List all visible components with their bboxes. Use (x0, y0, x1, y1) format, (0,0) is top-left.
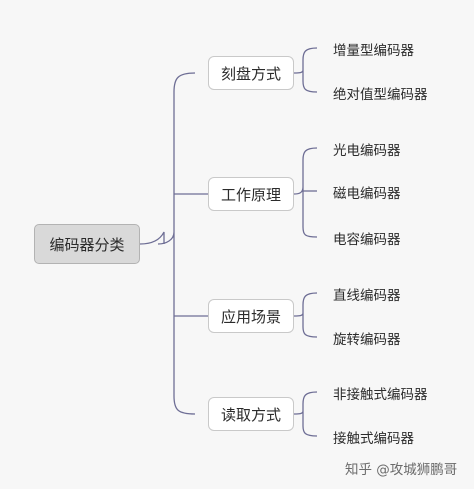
branch-1-bracket (293, 47, 318, 93)
leaf-node[interactable]: 电容编码器 (333, 232, 401, 248)
root-node[interactable]: 编码器分类 (34, 224, 140, 264)
leaf-node[interactable]: 直线编码器 (333, 288, 401, 304)
branch-node[interactable]: 读取方式 (208, 397, 294, 431)
root-bracket (157, 72, 196, 415)
leaf-node[interactable]: 增量型编码器 (333, 43, 414, 59)
branch-node[interactable]: 刻盘方式 (208, 56, 294, 90)
branch-4-bracket (293, 391, 318, 437)
branch-2-bracket (293, 147, 318, 238)
branch-node[interactable]: 应用场景 (208, 299, 294, 333)
leaf-node[interactable]: 非接触式编码器 (333, 387, 428, 403)
watermark: 知乎 @攻城狮鹏哥 (345, 462, 458, 478)
root-connector (139, 231, 165, 245)
leaf-node[interactable]: 接触式编码器 (333, 431, 414, 447)
leaf-node[interactable]: 磁电编码器 (333, 186, 401, 202)
leaf-node[interactable]: 绝对值型编码器 (333, 87, 428, 103)
branch-node[interactable]: 工作原理 (208, 177, 294, 211)
leaf-node[interactable]: 光电编码器 (333, 143, 401, 159)
leaf-node[interactable]: 旋转编码器 (333, 332, 401, 348)
branch-3-bracket (293, 292, 318, 338)
